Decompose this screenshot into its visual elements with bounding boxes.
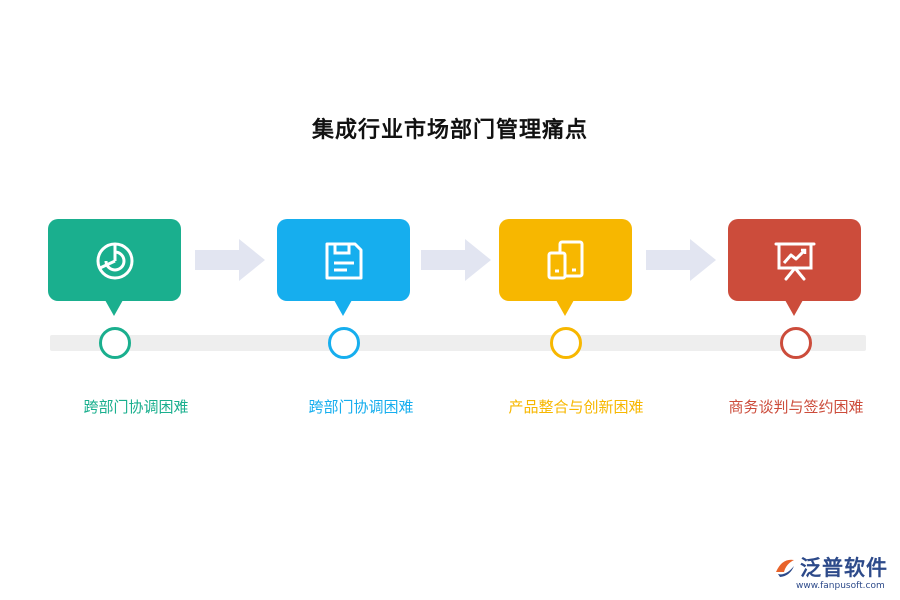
step-card-2: [277, 219, 410, 316]
step-label-3: 产品整合与创新困难: [508, 398, 644, 416]
step-card-1: [48, 219, 181, 316]
step-node-4: [780, 327, 812, 359]
pie-chart-icon: [96, 242, 134, 280]
brand-url: www.fanpusoft.com: [796, 581, 885, 591]
step-node-2: [328, 327, 360, 359]
presentation-chart-icon: [774, 242, 816, 281]
step-card-4: [728, 219, 861, 316]
flow-arrow-2: [421, 239, 491, 281]
step-node-3: [550, 327, 582, 359]
timeline-track: [50, 335, 866, 351]
brand-logo: 泛普软件 www.fanpusoft.com: [772, 552, 896, 596]
step-label-1: 跨部门协调困难: [83, 398, 189, 416]
step-label-4: 商务谈判与签约困难: [728, 398, 864, 416]
devices-icon: [547, 240, 584, 280]
brand-name: 泛普软件: [800, 556, 888, 580]
diagram-title: 集成行业市场部门管理痛点: [311, 117, 588, 143]
brand-mark-icon: [776, 559, 794, 577]
save-disk-icon: [325, 242, 363, 280]
step-card-3: [499, 219, 632, 316]
flow-arrow-1: [195, 239, 265, 281]
step-node-1: [99, 327, 131, 359]
flow-arrow-3: [646, 239, 716, 281]
step-label-2: 跨部门协调困难: [308, 398, 414, 416]
